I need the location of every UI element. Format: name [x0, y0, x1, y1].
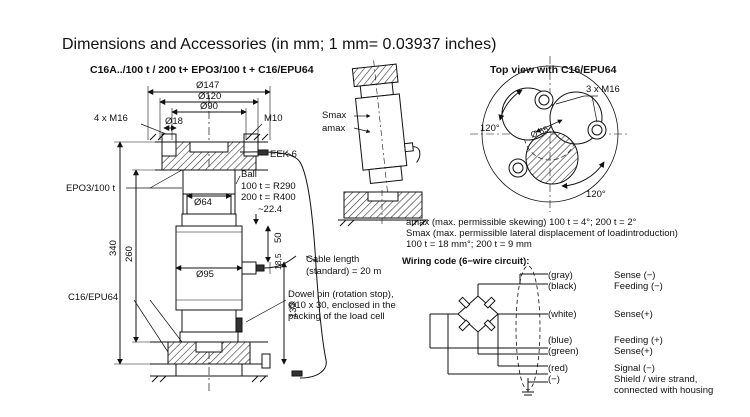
- side-view-labels: Ø147 Ø120 Ø90 Ø18 4 x M16 M10 EEK 6 EPO3…: [66, 80, 396, 322]
- wire-shield-signal: Shield / wire strand,: [614, 374, 697, 385]
- label-angle-120-left: 120°: [480, 123, 500, 134]
- dim-d120: Ø120: [198, 91, 221, 102]
- label-epo3: EPO3/100 t: [66, 183, 115, 194]
- wiring-diagram: [429, 265, 548, 396]
- wire-shield-color: (−): [548, 374, 560, 385]
- page-title: Dimensions and Accessories (in mm; 1 mm=…: [62, 36, 497, 53]
- wire-black-color: (black): [548, 281, 577, 292]
- ground-clamp: [261, 353, 271, 369]
- wire-red-signal: Signal (−): [614, 363, 655, 374]
- dim-4xm16: 4 x M16: [94, 113, 128, 124]
- eek6-cable: [239, 151, 327, 379]
- skew-view-labels: Smax amax: [322, 110, 347, 134]
- label-dowel-2: Ø10 x 30, enclosed in the: [288, 300, 396, 311]
- epo3-module: [182, 169, 236, 215]
- dim-d18: Ø18: [165, 116, 183, 127]
- wiring-title: Wiring code (6−wire circuit):: [402, 256, 529, 267]
- support-hatch-top: [149, 133, 269, 141]
- left-view-heading: C16A../100 t / 200 t+ EPO3/100 t + C16/E…: [90, 64, 314, 76]
- note-amax: amax (max. permissible skewing) 100 t = …: [406, 217, 637, 228]
- dim-d90: Ø90: [200, 101, 218, 112]
- label-angle-120-bottom: 120°: [586, 189, 606, 200]
- label-cable-length: Cable length: [306, 254, 359, 265]
- wire-white-signal: Sense(+): [614, 309, 653, 320]
- dim-50: 50: [273, 232, 284, 243]
- label-amax: amax: [322, 123, 345, 134]
- skew-view: [338, 60, 428, 227]
- wire-green-color: (green): [548, 346, 579, 357]
- wire-white-color: (white): [548, 309, 577, 320]
- wire-blue-color: (blue): [548, 335, 572, 346]
- dim-d147: Ø147: [196, 80, 219, 91]
- wire-black-signal: Feeding (−): [614, 281, 663, 292]
- dim-260: 260: [124, 246, 135, 262]
- label-3xm16: 3 x M16: [586, 84, 620, 95]
- label-eek6: EEK 6: [270, 149, 297, 160]
- base-plate-epu64: [150, 341, 268, 383]
- dowel-pin: [235, 317, 243, 333]
- label-dowel-3: packing of the load cell: [288, 311, 385, 322]
- wiring-labels: Wiring code (6−wire circuit): (gray) Sen…: [402, 256, 713, 396]
- dim-22-4: ~22.4: [258, 204, 282, 215]
- top-view-diagram: [470, 56, 630, 212]
- wire-green-signal: Sense(+): [614, 346, 653, 357]
- note-smax-values: 100 t = 18 mm°; 200 t = 9 mm: [406, 239, 532, 250]
- cable-connector: [241, 255, 297, 275]
- wire-gray-signal: Sense (−): [614, 270, 655, 281]
- dim-d64: Ø64: [194, 197, 212, 208]
- side-view: [114, 86, 327, 392]
- dim-18-5: 18,5: [273, 253, 283, 270]
- label-smax: Smax: [322, 110, 347, 121]
- note-smax: Smax (max. permissible lateral displacem…: [406, 228, 678, 239]
- label-c16-epu64: C16/EPU64: [68, 292, 118, 303]
- wire-gray-color: (gray): [548, 270, 573, 281]
- top-pressure-plate: [155, 133, 268, 171]
- dim-d95: Ø95: [196, 269, 214, 280]
- dim-132: 132: [288, 302, 299, 318]
- label-ball-r400: 200 t = R400: [241, 192, 296, 203]
- dim-340: 340: [108, 240, 119, 256]
- label-ball-r290: 100 t = R290: [241, 181, 296, 192]
- label-dowel-1: Dowel pin (rotation stop),: [288, 289, 394, 300]
- label-ball: Ball: [241, 169, 257, 180]
- wire-red-color: (red): [548, 363, 568, 374]
- dim-m10: M10: [264, 113, 282, 124]
- skew-notes: amax (max. permissible skewing) 100 t = …: [406, 217, 678, 250]
- top-view-heading: Top view with C16/EPU64: [490, 64, 617, 76]
- wire-blue-signal: Feeding (+): [614, 335, 663, 346]
- wire-shield-note: connected with housing: [614, 385, 713, 396]
- label-cable-standard: (standard) = 20 m: [306, 266, 381, 277]
